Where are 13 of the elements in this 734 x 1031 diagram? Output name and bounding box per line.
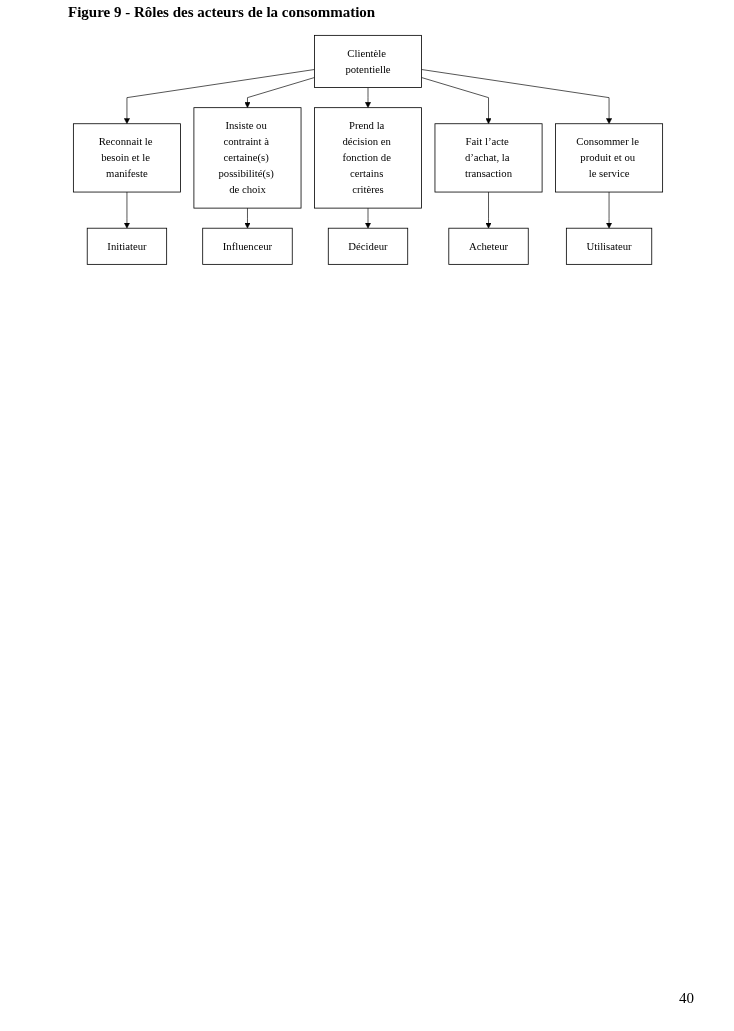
node-box: Insiste ou contraint à certaine(s) possibilité(s) de choix	[193, 107, 302, 209]
node-box: Clientèle potentielle	[314, 34, 422, 88]
node-box: Initiateur	[86, 227, 168, 265]
page-number: 40	[679, 990, 694, 1006]
node-box: Prend la décision en fonction de certains critères	[314, 107, 422, 209]
node-box: Décideur	[327, 227, 409, 265]
node-box: Acheteur	[448, 227, 529, 265]
node-box: Influenceur	[202, 227, 293, 265]
node-box: Fait l’acte d’achat, la transaction	[434, 123, 543, 193]
node-box: Consommer le produit et ou le service	[555, 123, 664, 193]
figure-title: Figure 9 - Rôles des acteurs de la consommation	[68, 4, 376, 21]
node-box: Reconnait le besoin et le manifeste	[72, 123, 181, 193]
node-box: Utilisateur	[565, 227, 653, 265]
